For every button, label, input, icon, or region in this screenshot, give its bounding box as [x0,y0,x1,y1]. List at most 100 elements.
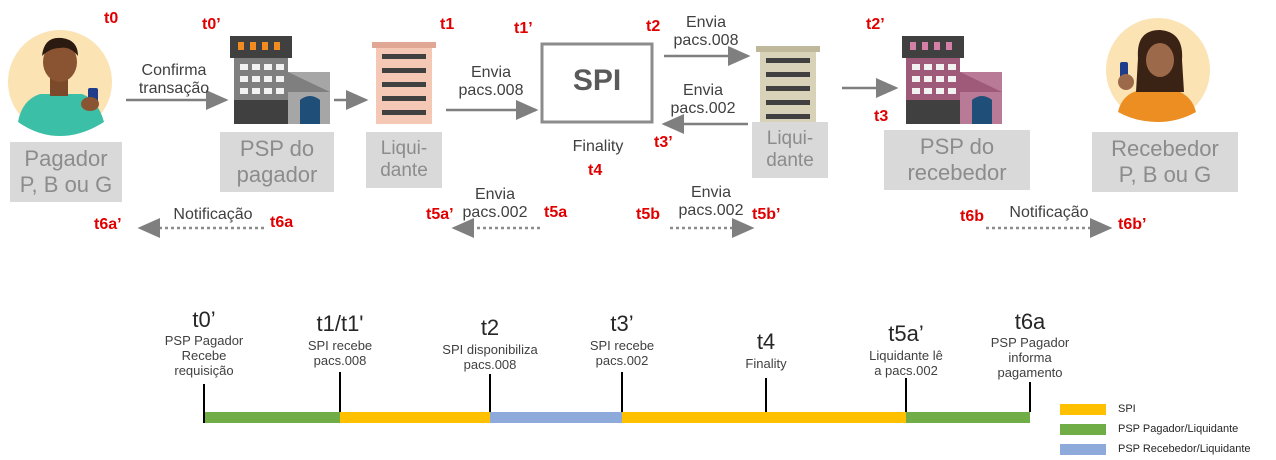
tag-t0p: t0’ [202,16,221,33]
timeline-point-5-desc: Liquidante lê a pacs.002 [869,348,943,378]
liquidante-left-label-line2: dante [380,160,428,181]
legend-spi-swatch [1060,404,1106,415]
back-pacs002-right-message: Envia pacs.002 [668,184,754,220]
send-right-line1: Envia [685,14,727,31]
tag-t5bp: t5b’ [752,206,781,223]
timeline-point-2-d2: pacs.008 [463,357,517,372]
timeline-point-2-d1: SPI disponibiliza [442,342,538,357]
back-left-line2: pacs.002 [462,204,528,221]
receiver-avatar-icon [1106,18,1210,122]
tag-t5ap: t5a’ [426,206,454,223]
return-line2: pacs.002 [670,100,736,117]
confirm-line1: Confirma [141,62,207,79]
timeline-point-0-d1: PSP Pagador [164,333,244,348]
timeline-point-2-title: t2 [480,315,500,340]
timeline-point-3-desc: SPI recebe pacs.002 [590,338,654,368]
receiver-label-line2: P, B ou G [1118,162,1212,187]
tag-t0: t0 [104,10,119,27]
send-pacs008-right-message: Envia pacs.008 [664,14,748,50]
timeline-point-0-d3: requisição [174,363,234,378]
timeline-point-5-title: t5a’ [888,321,924,346]
timeline-point-3-d2: pacs.002 [595,353,649,368]
psp-payer-label-line2: pagador [236,162,318,187]
liquidante-left-label-line1: Liqui- [380,138,428,159]
tag-t5a: t5a [544,204,568,221]
back-left-line1: Envia [474,186,516,203]
tag-t1p: t1’ [514,20,533,37]
timeline-point-6-desc: PSP Pagador informa pagamento [991,335,1070,380]
timeline-point-5-d2: a pacs.002 [874,363,938,378]
tag-t6ap: t6a’ [94,216,122,233]
timeline-point-3-d1: SPI recebe [589,338,655,353]
legend-payer-swatch [1060,424,1106,435]
payer-avatar-icon [8,30,112,136]
tag-t5b: t5b [636,206,660,223]
send-pacs008-left-message: Envia pacs.008 [446,64,536,100]
timeline-point-1-d1: SPI recebe [307,338,373,353]
finality-label: Finality [572,138,624,155]
tag-t2p: t2’ [866,16,885,33]
legend-spi-label: SPI [1118,403,1136,415]
payer-label-line2: P, B ou G [19,172,113,197]
send-left-line2: pacs.008 [458,82,524,99]
payer-label-line1: Pagador [24,146,108,171]
receiver-label: Recebedor P, B ou G [1092,132,1238,192]
legend-receiver-swatch [1060,444,1106,455]
psp-payer-label: PSP do pagador [220,132,334,192]
spi-label: SPI [572,64,622,97]
tag-t6b: t6b [960,208,984,225]
timeline-point-1-title: t1/t1' [316,311,364,336]
psp-receiver-label-line2: recebedor [907,160,1007,185]
legend-payer-label: PSP Pagador/Liquidante [1118,423,1239,435]
receiver-label-line1: Recebedor [1111,136,1219,161]
legend-receiver-label: PSP Recebedor/Liquidante [1118,443,1251,455]
liquidante-right-label: Liqui- dante [752,122,828,178]
psp-receiver-label: PSP do recebedor [884,130,1030,190]
timeline-point-0-desc: PSP Pagador Recebe requisição [165,333,244,378]
back-right-line1: Envia [690,184,732,201]
timeline-point-0-d2: Recebe [181,348,227,363]
timeline-point-6-d3: pagamento [997,365,1063,380]
timeline-point-1-d2: pacs.008 [313,353,367,368]
timeline-point-4-title: t4 [756,329,776,354]
back-pacs002-left-message: Envia pacs.002 [452,186,538,222]
timeline-point-6-d2: informa [1008,350,1052,365]
tag-t1: t1 [440,16,455,33]
psp-payer-label-line1: PSP do [239,136,315,161]
tag-t3: t3 [874,108,889,125]
timeline-point-4-desc: Finality [745,356,786,371]
liquidante-left-label: Liqui- dante [366,132,442,188]
timeline-point-3-title: t3’ [610,311,634,336]
flow-arrows [126,46,899,134]
confirm-line2: transação [138,80,210,97]
timeline-point-6-d1: PSP Pagador [990,335,1070,350]
send-right-line2: pacs.008 [673,32,739,49]
tag-t6a: t6a [270,214,294,231]
psp-payer-building-icon [230,36,330,124]
liquidante-left-building-icon [372,42,436,124]
timeline-point-6-title: t6a [1014,309,1046,334]
psp-receiver-label-line1: PSP do [919,134,995,159]
timeline-point-0-title: t0’ [192,307,216,332]
timeline-bar [204,412,1030,423]
spi-box [540,42,654,124]
notification-right: Notificação [1009,204,1089,221]
psp-receiver-building-icon [902,36,1002,124]
back-right-line2: pacs.002 [678,202,744,219]
timeline-point-2-desc: SPI disponibiliza pacs.008 [442,342,537,372]
payer-label: Pagador P, B ou G [10,142,122,202]
return-pacs002-message: Envia pacs.002 [658,82,748,118]
tag-t6bp: t6b’ [1118,216,1147,233]
timeline-point-4-d1: Finality [745,356,787,371]
timeline-point-5-d1: Liquidante lê [869,348,943,363]
confirm-transaction-message: Confirma transação [126,62,222,98]
liquidante-right-label-line1: Liqui- [766,128,814,149]
timeline-point-1-desc: SPI recebe pacs.008 [308,338,372,368]
send-left-line1: Envia [470,64,512,81]
tag-t2: t2 [646,18,661,35]
return-line1: Envia [682,82,724,99]
notification-left: Notificação [173,206,253,223]
liquidante-right-building-icon [756,46,820,128]
timeline-ticks [203,372,1031,423]
